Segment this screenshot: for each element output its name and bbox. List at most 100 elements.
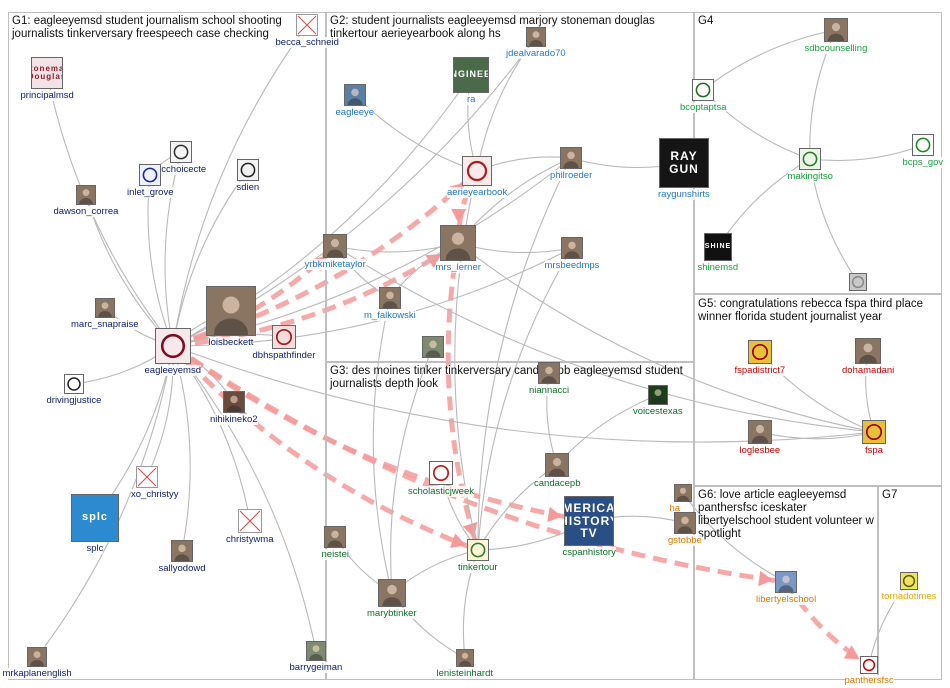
engineer-photo-icon: ENGINEER	[453, 57, 489, 93]
group-box-g1	[8, 12, 326, 680]
node-label: tinkertour	[458, 562, 498, 573]
edge-arrow-eagleeyemsd-tinkertour	[450, 533, 466, 548]
edge-bcchoicecte-eagleeyemsd	[164, 151, 182, 347]
node-label: panthersfsc	[844, 675, 894, 686]
icon-text: RAY GUN	[669, 149, 699, 176]
node-label: mrsbeedmps	[544, 260, 600, 271]
default-avatar-icon	[849, 273, 867, 291]
fspa-logo-icon	[862, 420, 886, 444]
node-label: scholasticjweek	[408, 486, 474, 497]
tornado-logo-icon	[900, 572, 918, 590]
panther-logo-icon	[860, 656, 878, 674]
node-label: christywma	[226, 534, 274, 545]
icon-text: Stoneman Douglas	[32, 63, 62, 81]
avatar-photo-icon	[324, 526, 346, 548]
group-box-g7	[878, 486, 942, 680]
splc-logo-icon: splc	[71, 494, 119, 542]
node-label: loglesbee	[739, 445, 781, 456]
edge-eagleeyemsd-tinkertour	[171, 344, 479, 553]
node-label: shinemsd	[697, 262, 739, 273]
node-label: voicestexas	[633, 406, 683, 417]
node-label: bcoptaptsa	[680, 102, 727, 113]
node-label: loisbeckett	[208, 337, 254, 348]
node-label: barrygeiman	[289, 662, 343, 673]
node-label: ha	[669, 503, 681, 514]
edge-arrow-aerieyearbook-mrs_lerner	[451, 208, 467, 224]
node-label: bcps_gov	[902, 157, 944, 168]
edge-barrygeiman-eagleeyemsd	[172, 345, 317, 652]
group-title-g3: G3: des moines tinker tinkerversary cand…	[330, 365, 683, 390]
car-logo-icon	[64, 374, 84, 394]
edge-eagleeyemsd-yrbkmiketaylor	[172, 244, 337, 349]
icon-text: SHINE	[704, 243, 732, 251]
edge-yrbkmiketaylor-fspa	[334, 245, 875, 433]
icon-text: ENGINEER	[454, 69, 488, 80]
node-label: eagleeye	[335, 107, 375, 118]
node-label: sdbcounselling	[804, 43, 868, 54]
group-title-g7: G7	[882, 489, 898, 501]
group-box-g6	[694, 486, 878, 680]
edge-christywma-eagleeyemsd	[172, 345, 251, 522]
edge-arrow-eagleeyemsd-mrs_lerner	[425, 253, 442, 269]
edge-mrkaplanenglish-eagleeyemsd	[36, 345, 174, 658]
avatar-photo-icon	[674, 512, 696, 534]
group-title-g1: G1: eagleeyemsd student journalism schoo…	[12, 15, 282, 40]
avatar-photo-icon	[27, 647, 47, 667]
cat-photo-icon	[223, 391, 245, 413]
edge-eagleeyemsd-libertyelschool	[171, 343, 787, 585]
group-title-g4: G4	[698, 15, 714, 27]
node-label: yrbkmiketaylor	[304, 259, 366, 270]
avatar-photo-icon	[855, 338, 881, 364]
edge-arrow-eagleeyemsd-libertyelschool	[758, 570, 774, 587]
avatar-photo-icon	[561, 237, 583, 259]
node-label: jdealvarado70	[506, 48, 566, 59]
school-seal-icon	[272, 325, 296, 349]
logo-small-icon	[799, 148, 821, 170]
node-label: inlet_grove	[127, 187, 174, 198]
stoneman-douglas-logo-icon: Stoneman Douglas	[31, 57, 63, 89]
node-label: neistei	[321, 549, 349, 560]
avatar-sketch-icon	[237, 159, 259, 181]
yearbook-logo-icon	[462, 156, 492, 186]
missing-image-icon	[136, 466, 158, 488]
edge-loglesbee-fspa	[759, 431, 875, 440]
edge-tinkertour-lenisteinhardt	[462, 549, 479, 659]
avatar-photo-icon	[538, 362, 560, 384]
avatar-photo-icon	[206, 286, 256, 336]
edge-arrow-libertyelschool-panthersfsc	[843, 645, 860, 660]
edge-eagleeye-aerieyearbook	[354, 94, 478, 172]
avatar-photo-icon	[748, 420, 772, 444]
node-label: eagleeyemsd	[144, 365, 202, 376]
group-title-g5: G5: congratulations rebecca fspa third p…	[698, 298, 924, 323]
node-label: mrs_lerner	[435, 262, 481, 273]
landscape-photo-icon	[306, 641, 326, 661]
node-label: dbhspathfinder	[252, 350, 316, 361]
node-label: nihikineko2	[210, 414, 258, 425]
fspa-logo-icon	[748, 340, 772, 364]
avatar-photo-icon	[323, 234, 347, 258]
avatar-photo-icon	[76, 185, 96, 205]
node-label: becca_schneid	[275, 37, 339, 48]
node-label: philroeder	[550, 170, 593, 181]
node-label: ra	[467, 94, 476, 105]
raygun-logo-icon: RAY GUN	[659, 138, 709, 188]
cspan-logo-icon: AMERICAN HISTORY TV	[564, 496, 614, 546]
node-label: m_falkowski	[364, 310, 416, 321]
edge-makingitso-bcps_gov	[809, 144, 924, 162]
voices-logo-icon	[648, 385, 668, 405]
pta-logo-icon	[692, 79, 714, 101]
edge-arrow-eagleeyemsd-cspanhistory	[547, 506, 563, 522]
node-label: dohamadani	[842, 365, 895, 376]
node-label: tornadotimes	[881, 591, 937, 602]
node-label: bcchoicecte	[156, 164, 207, 175]
node-label: dawson_correa	[53, 206, 119, 217]
edge-mrs_lerner-tinkertour	[445, 242, 481, 551]
avatar-photo-icon	[545, 453, 569, 477]
node-label: raygunshirts	[658, 189, 710, 200]
avatar-photo-icon	[824, 18, 848, 42]
cup-logo-icon	[170, 141, 192, 163]
school-photo-icon	[775, 571, 797, 593]
node-label: sdien	[236, 182, 260, 193]
node-label: fspadistrict7	[734, 365, 786, 376]
node-label: drivingjustice	[46, 395, 102, 406]
